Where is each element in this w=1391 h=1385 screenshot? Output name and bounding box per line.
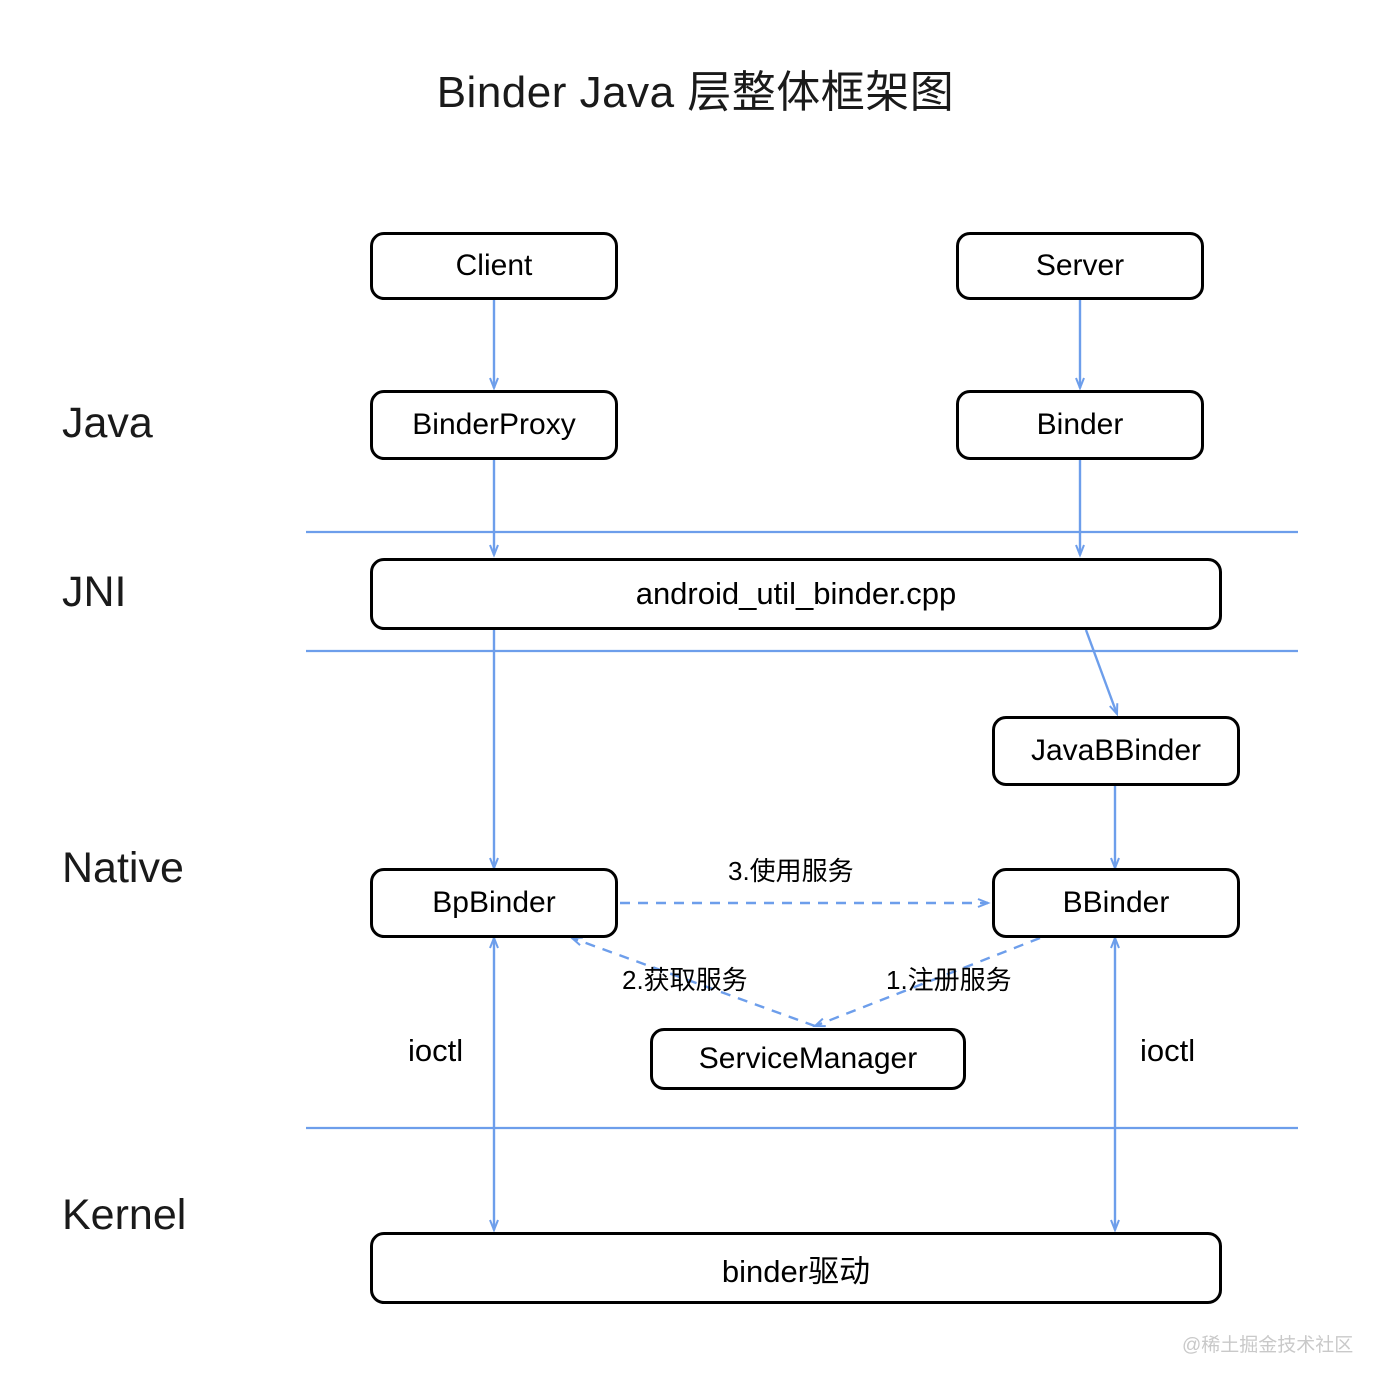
node-javabbinder[interactable]: JavaBBinder	[992, 716, 1240, 786]
edge-label-ioctl-left: ioctl	[408, 1033, 464, 1068]
watermark: @稀土掘金技术社区	[1182, 1335, 1354, 1356]
page-title: Binder Java 层整体框架图	[436, 68, 955, 117]
edge-label-use-service: 3.使用服务	[728, 856, 854, 886]
node-servicemanager[interactable]: ServiceManager	[650, 1028, 966, 1090]
node-binderproxy[interactable]: BinderProxy	[370, 390, 618, 460]
layer-label-native: Native	[62, 844, 184, 892]
node-client[interactable]: Client	[370, 232, 618, 300]
edge-label-ioctl-right: ioctl	[1140, 1033, 1196, 1068]
node-bbinder[interactable]: BBinder	[992, 868, 1240, 938]
layer-label-jni: JNI	[62, 568, 127, 616]
node-android-util-binder-cpp[interactable]: android_util_binder.cpp	[370, 558, 1222, 630]
layer-label-java: Java	[62, 399, 153, 447]
layer-label-kernel: Kernel	[62, 1191, 187, 1239]
node-server[interactable]: Server	[956, 232, 1204, 300]
edge-label-get-service: 2.获取服务	[622, 965, 748, 995]
edge-jni-to-javabbinder	[1084, 629, 1119, 717]
edge-label-register-service: 1.注册服务	[886, 965, 1012, 995]
node-binder-driver[interactable]: binder驱动	[370, 1232, 1222, 1304]
node-binder[interactable]: Binder	[956, 390, 1204, 460]
node-bpbinder[interactable]: BpBinder	[370, 868, 618, 938]
